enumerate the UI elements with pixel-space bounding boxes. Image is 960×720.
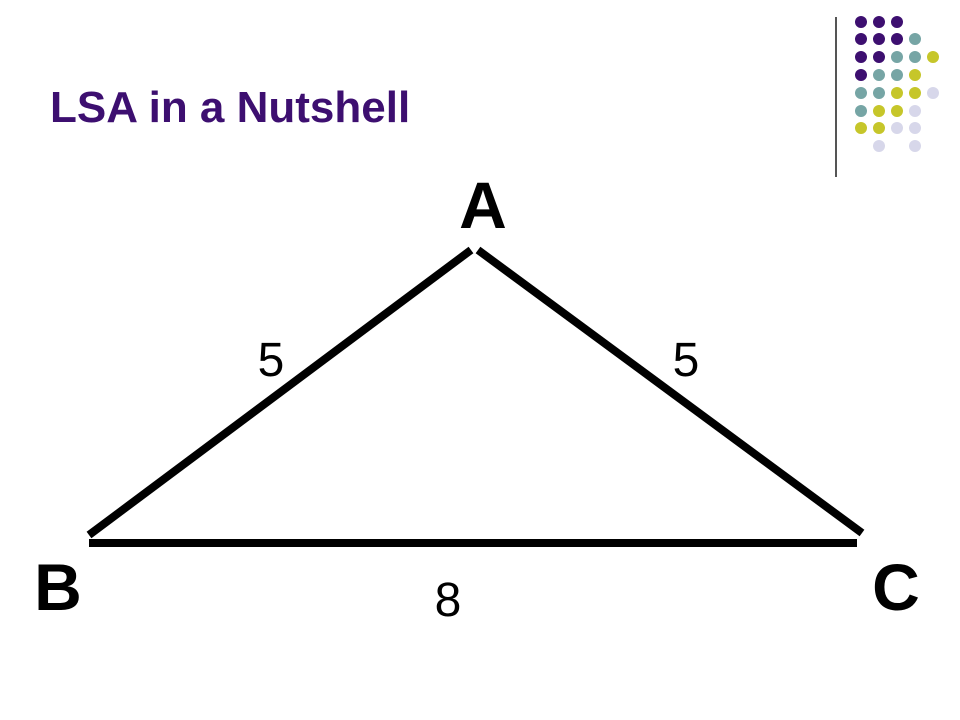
vertex-b-label: B: [34, 550, 82, 624]
deco-dot: [873, 87, 885, 99]
deco-dot: [891, 51, 903, 63]
side-bc-label: 8: [435, 574, 462, 627]
side-ac-line: [475, 246, 865, 537]
decorative-dot-grid: [855, 16, 939, 152]
deco-dot: [855, 51, 867, 63]
deco-dot: [855, 105, 867, 117]
deco-dot: [909, 87, 921, 99]
deco-dot: [855, 16, 867, 28]
deco-dot: [855, 122, 867, 134]
vertex-c-label: C: [872, 550, 920, 624]
deco-dot: [873, 51, 885, 63]
deco-dot: [873, 16, 885, 28]
vertex-a-label: A: [459, 168, 507, 242]
deco-dot: [855, 69, 867, 81]
deco-dot: [873, 33, 885, 45]
deco-dot: [927, 87, 939, 99]
deco-dot: [927, 51, 939, 63]
deco-dot: [909, 69, 921, 81]
slide-title: LSA in a Nutshell: [50, 83, 411, 132]
side-ab-label: 5: [258, 334, 285, 387]
deco-dot: [909, 122, 921, 134]
deco-dot: [891, 122, 903, 134]
deco-dot: [873, 69, 885, 81]
deco-dot: [891, 69, 903, 81]
side-ab-line: [86, 246, 474, 539]
deco-dot: [855, 33, 867, 45]
deco-dot: [909, 140, 921, 152]
side-ac-label: 5: [673, 334, 700, 387]
deco-dot: [891, 105, 903, 117]
deco-dot: [873, 122, 885, 134]
decorative-divider: [835, 17, 837, 177]
deco-dot: [909, 33, 921, 45]
deco-dot: [909, 105, 921, 117]
deco-dot: [873, 105, 885, 117]
deco-dot: [873, 140, 885, 152]
deco-dot: [855, 87, 867, 99]
deco-dot: [891, 33, 903, 45]
deco-dot: [909, 51, 921, 63]
deco-dot: [891, 87, 903, 99]
deco-dot: [891, 16, 903, 28]
